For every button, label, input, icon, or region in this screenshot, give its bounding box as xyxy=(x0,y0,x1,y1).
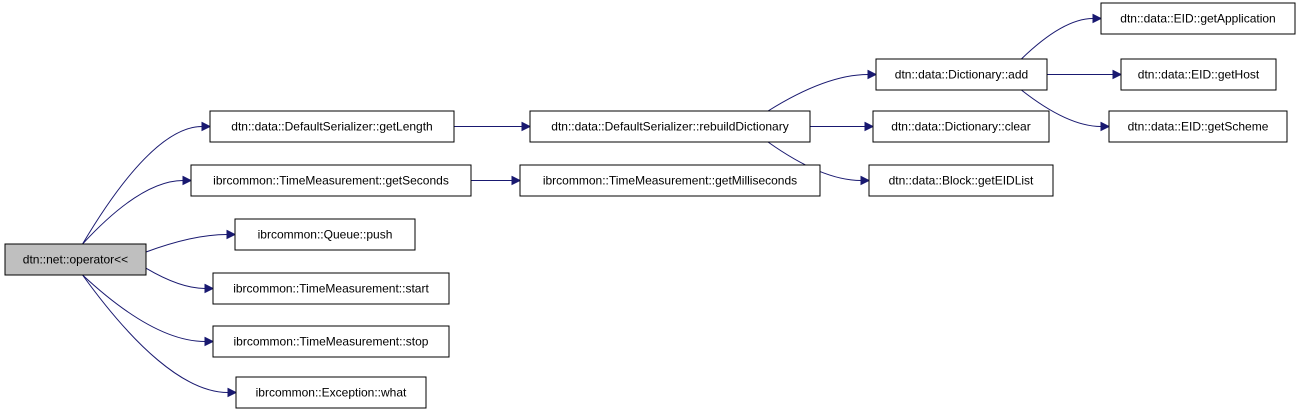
edge-root-to-start xyxy=(145,267,215,294)
arrowhead xyxy=(204,336,215,347)
node-label: ibrcommon::Queue::push xyxy=(258,228,393,242)
node-box xyxy=(1120,58,1277,91)
edge-root-to-push xyxy=(145,229,237,253)
node-box xyxy=(1100,2,1296,35)
node-box xyxy=(209,110,455,143)
edge-dictadd-to-getapp xyxy=(1021,13,1103,60)
node-box xyxy=(868,164,1054,197)
node-box xyxy=(234,218,416,251)
node-box xyxy=(235,376,427,409)
edge-line xyxy=(1021,18,1094,60)
node-label: dtn::data::Block::getEIDList xyxy=(889,174,1034,188)
node-getapp[interactable]: dtn::data::EID::getApplication xyxy=(1100,2,1296,35)
arrowhead xyxy=(521,121,532,132)
node-what[interactable]: ibrcommon::Exception::what xyxy=(235,376,427,409)
edge-line xyxy=(82,274,229,393)
node-label: dtn::data::DefaultSerializer::getLength xyxy=(231,120,432,134)
node-label: dtn::data::EID::getApplication xyxy=(1120,12,1275,26)
edge-root-to-getlength xyxy=(82,121,212,245)
node-start[interactable]: ibrcommon::TimeMeasurement::start xyxy=(212,272,450,305)
node-getseconds[interactable]: ibrcommon::TimeMeasurement::getSeconds xyxy=(190,164,472,197)
node-box xyxy=(212,272,450,305)
edge-line xyxy=(82,126,203,245)
node-dictadd[interactable]: dtn::data::Dictionary::add xyxy=(875,58,1048,91)
edge-root-to-getseconds xyxy=(82,175,193,245)
node-box xyxy=(519,164,821,197)
node-getlength[interactable]: dtn::data::DefaultSerializer::getLength xyxy=(209,110,455,143)
node-box xyxy=(1108,110,1288,143)
node-label: dtn::data::Dictionary::clear xyxy=(891,120,1030,134)
node-label: dtn::data::DefaultSerializer::rebuildDic… xyxy=(551,120,788,134)
node-box xyxy=(875,58,1048,91)
node-label: ibrcommon::TimeMeasurement::getSeconds xyxy=(213,174,449,188)
edge-dictadd-to-gethost xyxy=(1047,69,1123,80)
node-root: dtn::net::operator<< xyxy=(4,243,147,276)
arrowhead xyxy=(860,175,871,186)
node-label: ibrcommon::Exception::what xyxy=(256,386,407,400)
node-label: dtn::net::operator<< xyxy=(23,253,128,267)
node-label: dtn::data::EID::getScheme xyxy=(1128,120,1269,134)
arrowhead xyxy=(1100,121,1111,132)
edge-root-to-stop xyxy=(82,274,215,347)
node-stop[interactable]: ibrcommon::TimeMeasurement::stop xyxy=(212,325,450,358)
node-box xyxy=(212,325,450,358)
node-gethost[interactable]: dtn::data::EID::getHost xyxy=(1120,58,1277,91)
node-box xyxy=(529,110,811,143)
arrowhead xyxy=(864,121,875,132)
node-label: ibrcommon::TimeMeasurement::getMilliseco… xyxy=(543,174,797,188)
node-box xyxy=(872,110,1050,143)
node-label: ibrcommon::TimeMeasurement::start xyxy=(233,282,429,296)
arrowhead xyxy=(226,229,237,240)
edge-line xyxy=(1021,89,1102,127)
node-label: dtn::data::EID::getHost xyxy=(1138,68,1260,82)
arrowhead xyxy=(1112,69,1123,80)
edge-rebuild-to-dictadd xyxy=(767,69,878,112)
node-getscheme[interactable]: dtn::data::EID::getScheme xyxy=(1108,110,1288,143)
edge-dictadd-to-getscheme xyxy=(1021,89,1111,132)
node-box xyxy=(190,164,472,197)
arrowhead xyxy=(227,387,238,398)
arrowhead xyxy=(511,175,522,186)
arrowhead xyxy=(182,175,193,186)
call-nodes: dtn::net::operator<< dtn::data::DefaultSe… xyxy=(4,2,1296,409)
node-push[interactable]: ibrcommon::Queue::push xyxy=(234,218,416,251)
edge-rebuild-to-dictclear xyxy=(810,121,875,132)
arrowhead xyxy=(201,121,212,132)
edge-line xyxy=(767,74,869,112)
node-geteidlist[interactable]: dtn::data::Block::getEIDList xyxy=(868,164,1054,197)
node-box xyxy=(4,243,147,276)
edge-line xyxy=(145,267,206,289)
edge-line xyxy=(82,274,206,342)
arrowhead xyxy=(867,69,878,80)
edge-line xyxy=(82,180,184,245)
edge-getlength-to-rebuild xyxy=(454,121,532,132)
node-getmillis[interactable]: ibrcommon::TimeMeasurement::getMilliseco… xyxy=(519,164,821,197)
arrowhead xyxy=(1092,13,1103,24)
node-dictclear[interactable]: dtn::data::Dictionary::clear xyxy=(872,110,1050,143)
node-label: ibrcommon::TimeMeasurement::stop xyxy=(234,335,429,349)
edge-getseconds-to-getmillis xyxy=(471,175,522,186)
edge-root-to-what xyxy=(82,274,238,398)
edge-line xyxy=(145,234,228,253)
node-rebuild[interactable]: dtn::data::DefaultSerializer::rebuildDic… xyxy=(529,110,811,143)
node-label: dtn::data::Dictionary::add xyxy=(895,68,1028,82)
arrowhead xyxy=(204,283,215,294)
